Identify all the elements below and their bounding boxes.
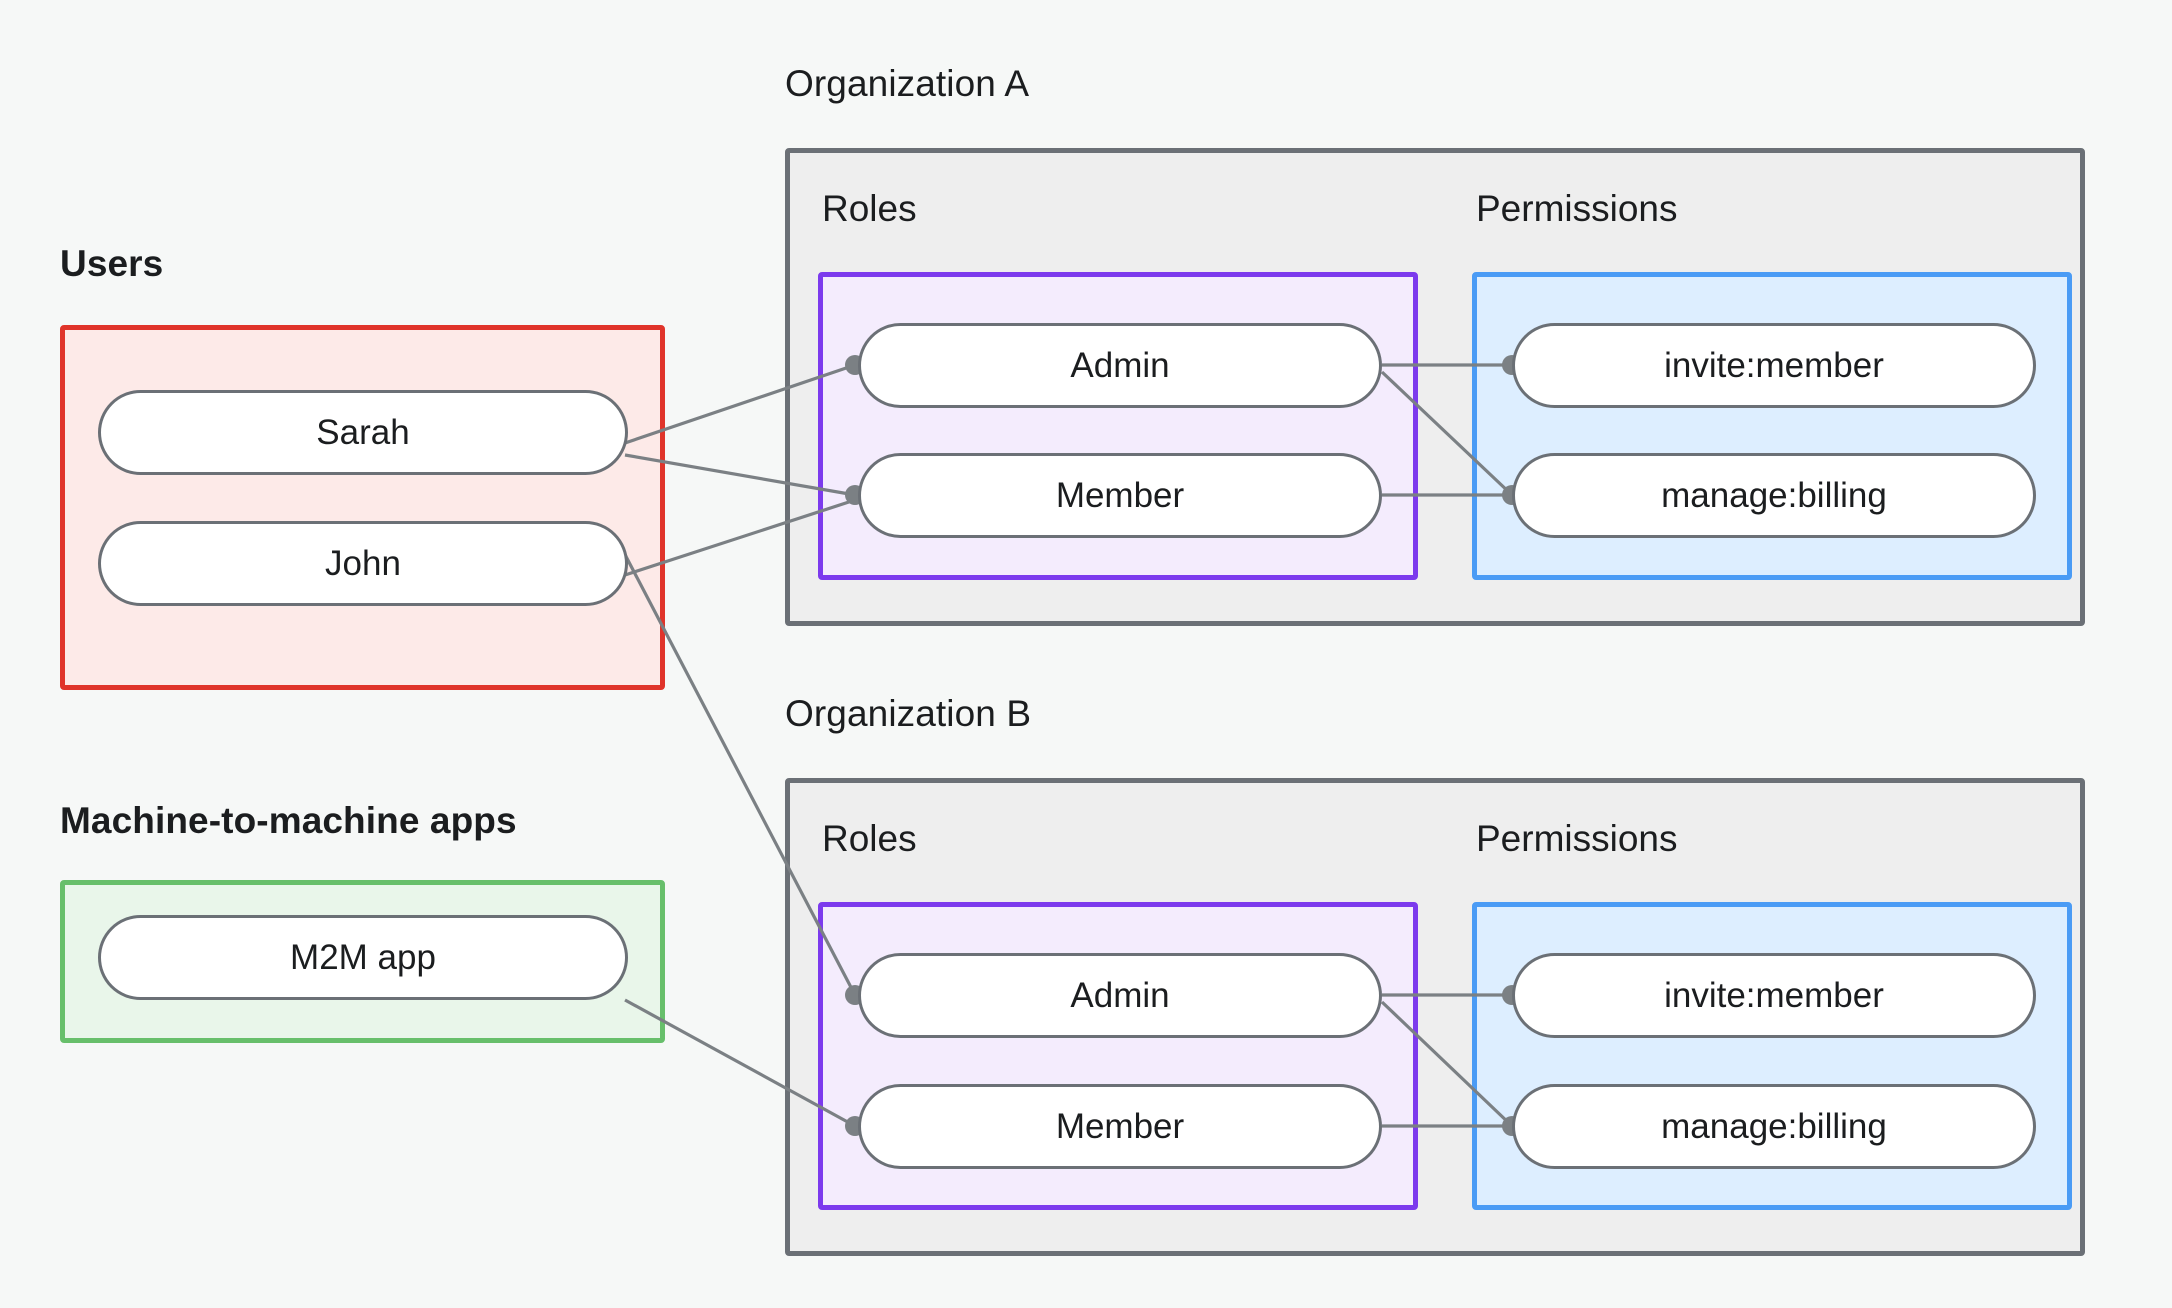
organization-a-permission-pill-invite-member[interactable]: invite:member <box>1512 323 2036 408</box>
organization-b-permission-pill-invite-member[interactable]: invite:member <box>1512 953 2036 1038</box>
m2m-pill-app[interactable]: M2M app <box>98 915 628 1000</box>
m2m-caption: Machine-to-machine apps <box>60 800 517 841</box>
organization-a-roles-label: Roles <box>822 188 917 229</box>
organization-a-permissions-label: Permissions <box>1476 188 1678 229</box>
organization-b-role-pill-member[interactable]: Member <box>858 1084 1382 1169</box>
organization-b-permission-manage-billing-label: manage:billing <box>1661 1106 1887 1146</box>
organization-b-permission-pill-manage-billing[interactable]: manage:billing <box>1512 1084 2036 1169</box>
users-group <box>60 325 665 690</box>
organization-b-permission-invite-member-label: invite:member <box>1664 975 1884 1015</box>
user-pill-john[interactable]: John <box>98 521 628 606</box>
organization-a-permission-pill-manage-billing[interactable]: manage:billing <box>1512 453 2036 538</box>
organization-b-role-pill-admin[interactable]: Admin <box>858 953 1382 1038</box>
organization-b-roles-label: Roles <box>822 818 917 859</box>
user-pill-sarah-label: Sarah <box>316 412 410 452</box>
organization-a-role-pill-member[interactable]: Member <box>858 453 1382 538</box>
organization-b-permissions-label: Permissions <box>1476 818 1678 859</box>
organization-b-caption: Organization B <box>785 693 1032 734</box>
organization-a-role-admin-label: Admin <box>1070 345 1170 385</box>
organization-a-role-member-label: Member <box>1055 475 1185 515</box>
users-caption: Users <box>60 243 164 284</box>
organization-a-permission-manage-billing-label: manage:billing <box>1661 475 1887 515</box>
organization-b-role-admin-label: Admin <box>1070 975 1170 1015</box>
user-pill-john-label: John <box>325 543 401 583</box>
organization-a-role-pill-admin[interactable]: Admin <box>858 323 1382 408</box>
user-pill-sarah[interactable]: Sarah <box>98 390 628 475</box>
m2m-pill-app-label: M2M app <box>290 937 436 977</box>
organization-a-permission-invite-member-label: invite:member <box>1664 345 1884 385</box>
organization-a-caption: Organization A <box>785 63 1030 104</box>
organization-b-role-member-label: Member <box>1055 1106 1185 1146</box>
